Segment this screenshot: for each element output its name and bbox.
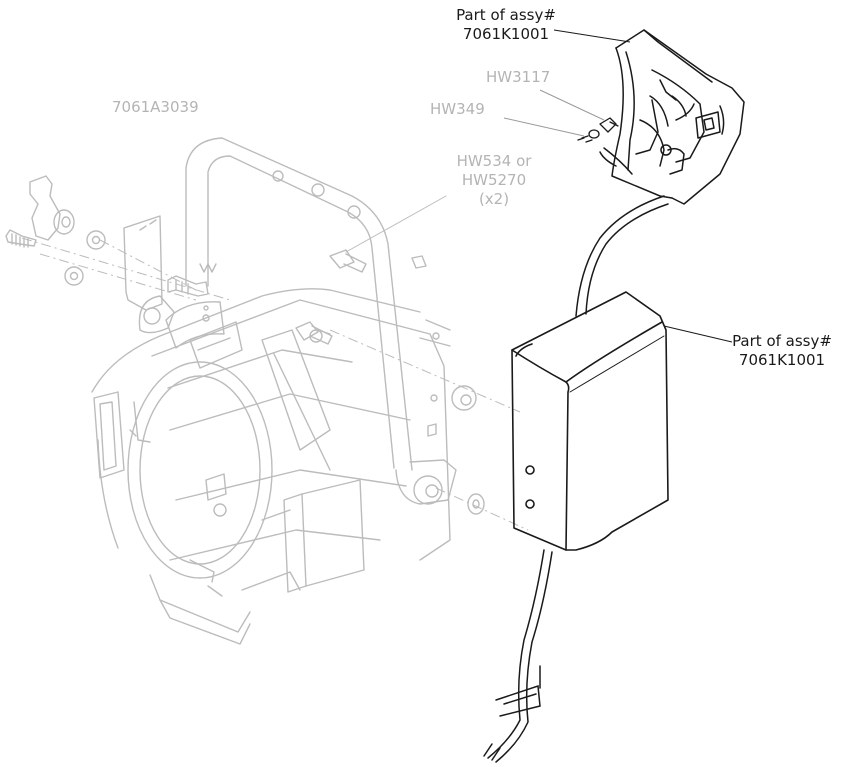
leader-lines xyxy=(553,29,733,343)
label-assy-top-line2: 7061K1001 xyxy=(462,25,550,43)
yoke-bolts xyxy=(295,195,485,515)
label-bolt-line3: (x2) xyxy=(478,190,510,208)
label-washer-small: HW349 xyxy=(430,100,485,118)
label-yoke-part: 7061A3039 xyxy=(112,98,199,116)
label-bolt-line2: HW5270 xyxy=(461,171,527,189)
ballast-box xyxy=(511,291,669,551)
cables xyxy=(483,195,669,763)
label-assy-top: Part of assy# 7061K1001 xyxy=(444,6,568,44)
label-assy-box-line1: Part of assy# xyxy=(732,332,832,350)
tilt-knob-hardware xyxy=(5,175,225,349)
ignitor-housing xyxy=(599,29,745,205)
fixture-body xyxy=(91,288,477,645)
small-screw-washer xyxy=(577,117,619,143)
fixture-yoke-assembly xyxy=(185,137,457,505)
label-bolt: HW534 or HW5270 (x2) xyxy=(438,152,550,209)
label-assy-top-line1: Part of assy# xyxy=(456,6,556,24)
leader-lines-ghost xyxy=(503,89,605,137)
label-assy-box-line2: 7061K1001 xyxy=(738,351,826,369)
label-bolt-line1: HW534 or xyxy=(456,152,532,170)
label-assy-box: Part of assy# 7061K1001 xyxy=(720,332,844,370)
assembly-axes xyxy=(21,237,529,531)
label-screw-small: HW3117 xyxy=(486,68,551,86)
